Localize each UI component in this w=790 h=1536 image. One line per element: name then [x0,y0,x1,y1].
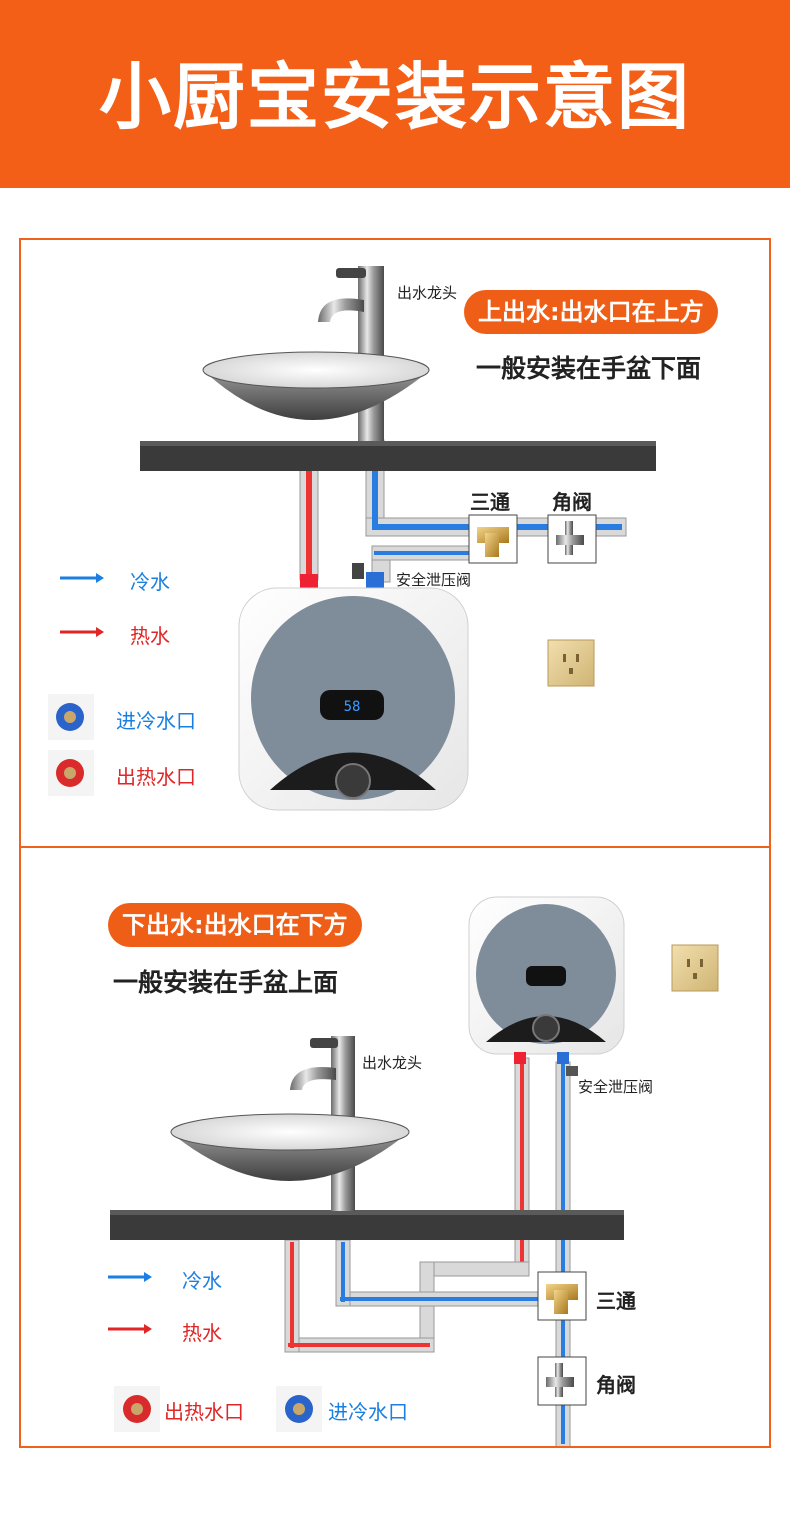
legend-hot-label-top: 热水 [130,624,170,648]
legend-cold-label-bottom: 冷水 [182,1269,222,1293]
legend-hot-arrow-bottom [108,1324,152,1334]
basin-top [202,351,430,420]
outlet-fitting-icon-top [48,750,94,796]
power-socket-bottom [671,944,719,992]
inlet-label-top: 进冷水口 [116,709,196,733]
relief-valve-label-top: 安全泄压阀 [396,571,472,589]
outlet-label-bottom: 出热水口 [164,1400,244,1424]
angle-valve-label-bottom: 角阀 [596,1373,636,1397]
tee-fitting-bottom [537,1271,587,1321]
inlet-fitting-icon-bottom [276,1386,322,1432]
water-heater-bottom [468,896,625,1064]
legend-cold-arrow-bottom [108,1272,152,1282]
legend-cold-label-top: 冷水 [130,570,170,594]
outlet-fitting-icon-bottom [114,1386,160,1432]
inlet-fitting-icon-top [48,694,94,740]
relief-valve-label-bottom: 安全泄压阀 [578,1078,654,1096]
outlet-label-top: 出热水口 [116,765,196,789]
tee-fitting-top [468,514,518,564]
angle-valve-label-top: 角阀 [552,490,592,514]
legend-hot-arrow-top [60,627,104,637]
basin-bottom [170,1113,410,1181]
relief-valve-bottom [566,1066,578,1076]
water-heater-top: 58 [238,587,469,811]
page-title: 小厨宝安装示意图 [98,55,691,139]
relief-valve-top [300,563,384,588]
cold-pipe-bottom [335,1061,571,1448]
hot-pipe-top [299,469,319,581]
heater-display: 58 [344,699,361,715]
badge-bottom-outlet: 下出水:出水口在下方 [108,903,362,947]
power-socket-top [547,639,595,687]
panel-bottom-outlet [19,846,771,1448]
faucet-label-bottom: 出水龙头 [362,1054,423,1072]
legend-hot-label-bottom: 热水 [182,1321,222,1345]
tee-label-bottom: 三通 [596,1289,636,1313]
legend-cold-arrow-top [60,573,104,583]
faucet-label-top: 出水龙头 [397,284,458,302]
tee-label-top: 三通 [470,490,510,514]
subtitle-top: 一般安装在手盆下面 [476,354,702,383]
subtitle-bottom: 一般安装在手盆上面 [113,968,339,997]
inlet-label-bottom: 进冷水口 [328,1400,408,1424]
angle-valve-bottom [537,1356,587,1406]
angle-valve-top [547,514,597,564]
badge-top-outlet: 上出水:出水口在上方 [464,290,718,334]
title-banner: 小厨宝安装示意图 [0,0,790,188]
